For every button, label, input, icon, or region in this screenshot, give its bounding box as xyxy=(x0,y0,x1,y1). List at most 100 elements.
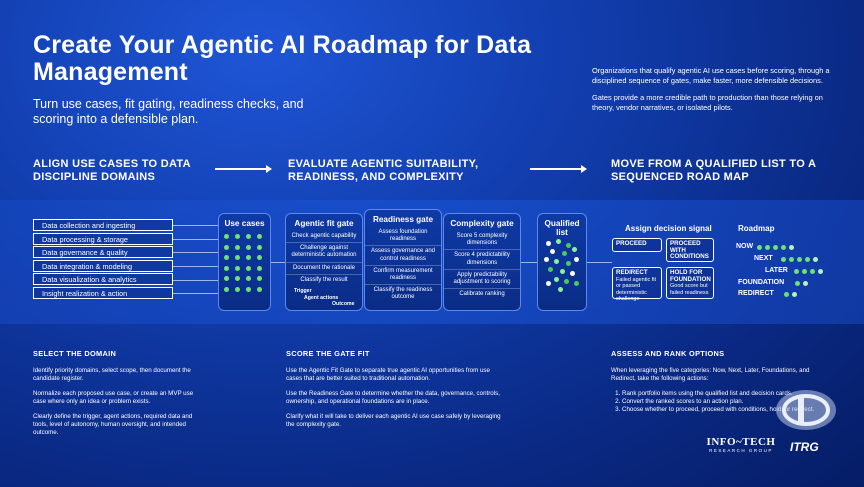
action-step: Choose whether to proceed, proceed with … xyxy=(622,406,831,414)
dot-icon xyxy=(257,255,262,260)
dot-icon xyxy=(235,265,240,271)
readiness-gate-item: Confirm measurement readiness xyxy=(365,266,441,286)
dot-icon xyxy=(562,251,567,256)
dot-icon xyxy=(257,244,262,250)
dot-icon xyxy=(224,276,229,281)
dot-icon xyxy=(570,271,575,276)
roadmap-now: NOW xyxy=(736,243,754,250)
column-score-gate: SCORE THE GATE FIT Use the Agentic Fit G… xyxy=(286,349,506,436)
column-title: ASSESS AND RANK OPTIONS xyxy=(611,349,725,358)
signal-redirect-label: REDIRECT xyxy=(616,269,648,276)
readiness-gate-card: Readiness gate Assess foundation readine… xyxy=(364,209,442,311)
page-subtitle: Turn use cases, fit gating, readiness ch… xyxy=(33,97,304,126)
dot-icon xyxy=(574,281,579,286)
intro-paragraph: Organizations that qualify agentic AI us… xyxy=(592,66,830,85)
fit-gate-title: Agentic fit gate xyxy=(294,219,354,228)
complexity-gate-item: Score 5 complexity dimensions xyxy=(444,231,520,251)
roadmap-next: NEXT xyxy=(754,255,773,262)
intro-text: Organizations that qualify agentic AI us… xyxy=(592,66,837,120)
dot-icon xyxy=(773,245,778,250)
roadmap-foundation: FOUNDATION xyxy=(738,279,785,286)
dot-icon xyxy=(554,259,559,264)
column-paragraph: When leveraging the five categories: Now… xyxy=(611,367,810,382)
page-title: Create Your Agentic AI Roadmap for Data … xyxy=(33,31,532,86)
dot-icon xyxy=(246,234,251,239)
dot-icon xyxy=(224,255,229,260)
dot-icon xyxy=(784,292,789,297)
column-assess-rank: ASSESS AND RANK OPTIONS When leveraging … xyxy=(611,349,831,414)
connector-line xyxy=(271,262,285,263)
dot-icon xyxy=(564,279,569,284)
column-paragraph: Normalize each proposed use case, or cre… xyxy=(33,390,194,405)
column-select-domain: SELECT THE DOMAIN Identify priority doma… xyxy=(33,349,203,444)
roadmap-redirect: REDIRECT xyxy=(738,290,774,297)
readiness-gate-title: Readiness gate xyxy=(372,215,434,224)
dot-icon xyxy=(546,241,551,246)
dot-icon xyxy=(572,247,577,252)
dot-icon xyxy=(789,245,794,250)
dot-icon xyxy=(757,245,762,250)
dot-icon xyxy=(224,234,229,239)
dot-icon xyxy=(257,265,262,271)
connector-line xyxy=(173,225,218,226)
dot-icon xyxy=(810,269,815,274)
arrow-icon xyxy=(215,165,272,173)
connector-line xyxy=(173,266,218,267)
readiness-gate-item: Assess governance and control readiness xyxy=(365,246,441,266)
logo-main: INFO~TECH xyxy=(706,436,776,448)
qualified-list-card: Qualified list xyxy=(537,213,587,311)
connector-line xyxy=(173,293,218,294)
readiness-gate-item: Classify the readiness outcome xyxy=(373,287,433,301)
complexity-gate-item: Score 4 predictability dimensions xyxy=(444,250,520,270)
signal-proceed-conditions-label: PROCEED WITH CONDITIONS xyxy=(670,240,709,260)
dot-icon xyxy=(813,257,818,262)
fit-gate-item: Classify the result xyxy=(300,276,348,283)
domain-item: Insight realization & action xyxy=(33,286,173,299)
dot-icon xyxy=(558,287,563,292)
connector-line xyxy=(521,262,537,263)
dot-icon xyxy=(546,281,551,286)
signal-proceed-label: PROCEED xyxy=(616,240,647,247)
dot-icon xyxy=(792,292,797,297)
domain-item: Data integration & modeling xyxy=(33,259,173,272)
arrow-icon xyxy=(530,165,587,173)
section-evaluate-heading: EVALUATE AGENTIC SUITABILITY, READINESS,… xyxy=(288,158,479,183)
fit-gate-item: Challenge against deterministic automati… xyxy=(286,243,362,263)
fit-gate-item: Document the rationale xyxy=(286,263,362,275)
logo-sub: RESEARCH GROUP xyxy=(709,448,773,453)
connector-line xyxy=(173,280,218,281)
dot-icon xyxy=(794,269,799,274)
signal-proceed: PROCEED xyxy=(612,238,662,252)
itrg-logo: ITRG xyxy=(790,440,819,454)
dot-icon xyxy=(246,276,251,281)
column-paragraph: Use the Readiness Gate to determine whet… xyxy=(286,390,500,405)
dot-icon xyxy=(566,261,571,266)
domain-list: Data collection and ingesting Data proce… xyxy=(33,219,173,300)
agentic-fit-gate-card: Agentic fit gate Check agentic capabilit… xyxy=(285,213,363,311)
complexity-gate-title: Complexity gate xyxy=(450,219,514,228)
dot-icon xyxy=(554,277,559,282)
flow-outcome: Outcome xyxy=(332,301,355,308)
column-paragraph: Identify priority domains, select scope,… xyxy=(33,367,191,382)
action-step: Convert the ranked scores to an action p… xyxy=(622,398,831,406)
dot-icon xyxy=(560,269,565,274)
decision-signal-title: Assign decision signal xyxy=(625,224,712,233)
domain-item: Data visualization & analytics xyxy=(33,273,173,285)
dot-icon xyxy=(235,244,240,250)
dot-icon xyxy=(235,234,240,239)
signal-redirect: REDIRECT Failed agentic fit or passed de… xyxy=(612,267,662,302)
dot-icon xyxy=(574,257,579,262)
action-step: Rank portfolio items using the qualified… xyxy=(622,390,831,398)
column-paragraph: Clearly define the trigger, agent action… xyxy=(33,413,193,436)
use-cases-card: Use cases xyxy=(218,213,271,311)
dot-icon xyxy=(789,257,794,262)
domain-item: Data collection and ingesting xyxy=(33,219,173,231)
dot-icon xyxy=(802,269,807,274)
dot-icon xyxy=(235,286,240,292)
column-paragraph: Use the Agentic Fit Gate to separate tru… xyxy=(286,367,490,382)
dot-icon xyxy=(257,286,262,292)
domain-item: Data governance & quality xyxy=(33,246,173,258)
column-paragraph: Clarify what it will take to deliver eac… xyxy=(286,413,501,428)
connector-line xyxy=(587,262,612,263)
fit-flow-diagram: Trigger Agent actions Outcome xyxy=(286,286,362,310)
